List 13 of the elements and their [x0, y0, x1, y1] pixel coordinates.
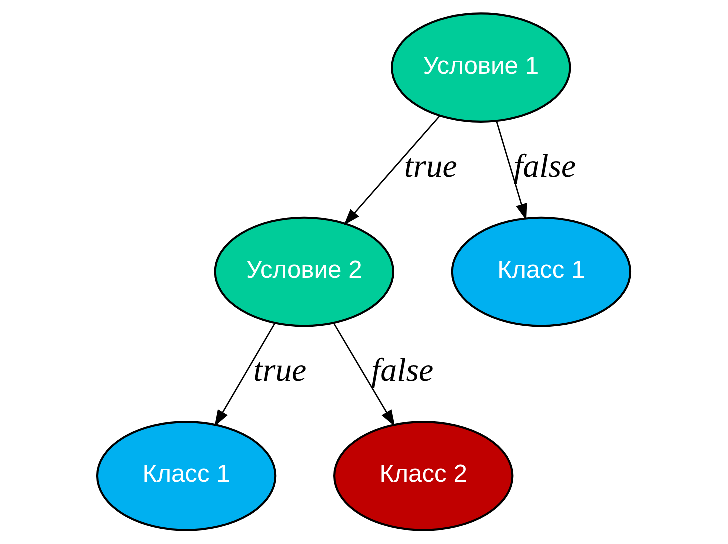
edge-label: true [254, 353, 307, 390]
node-ellipse: Класс 2 [334, 421, 514, 532]
node-ellipse: Класс 1 [451, 216, 632, 328]
arrow [496, 121, 528, 220]
node-ellipse: Условие 1 [391, 12, 572, 123]
edge-label: false [514, 149, 576, 186]
node-ellipse: Условие 2 [214, 216, 394, 328]
node-ellipse: Класс 1 [96, 421, 277, 532]
arrow [344, 115, 441, 226]
edge-label: true [404, 149, 458, 186]
arrow [333, 322, 396, 427]
edge-label: false [372, 353, 434, 390]
arrow [214, 322, 276, 427]
